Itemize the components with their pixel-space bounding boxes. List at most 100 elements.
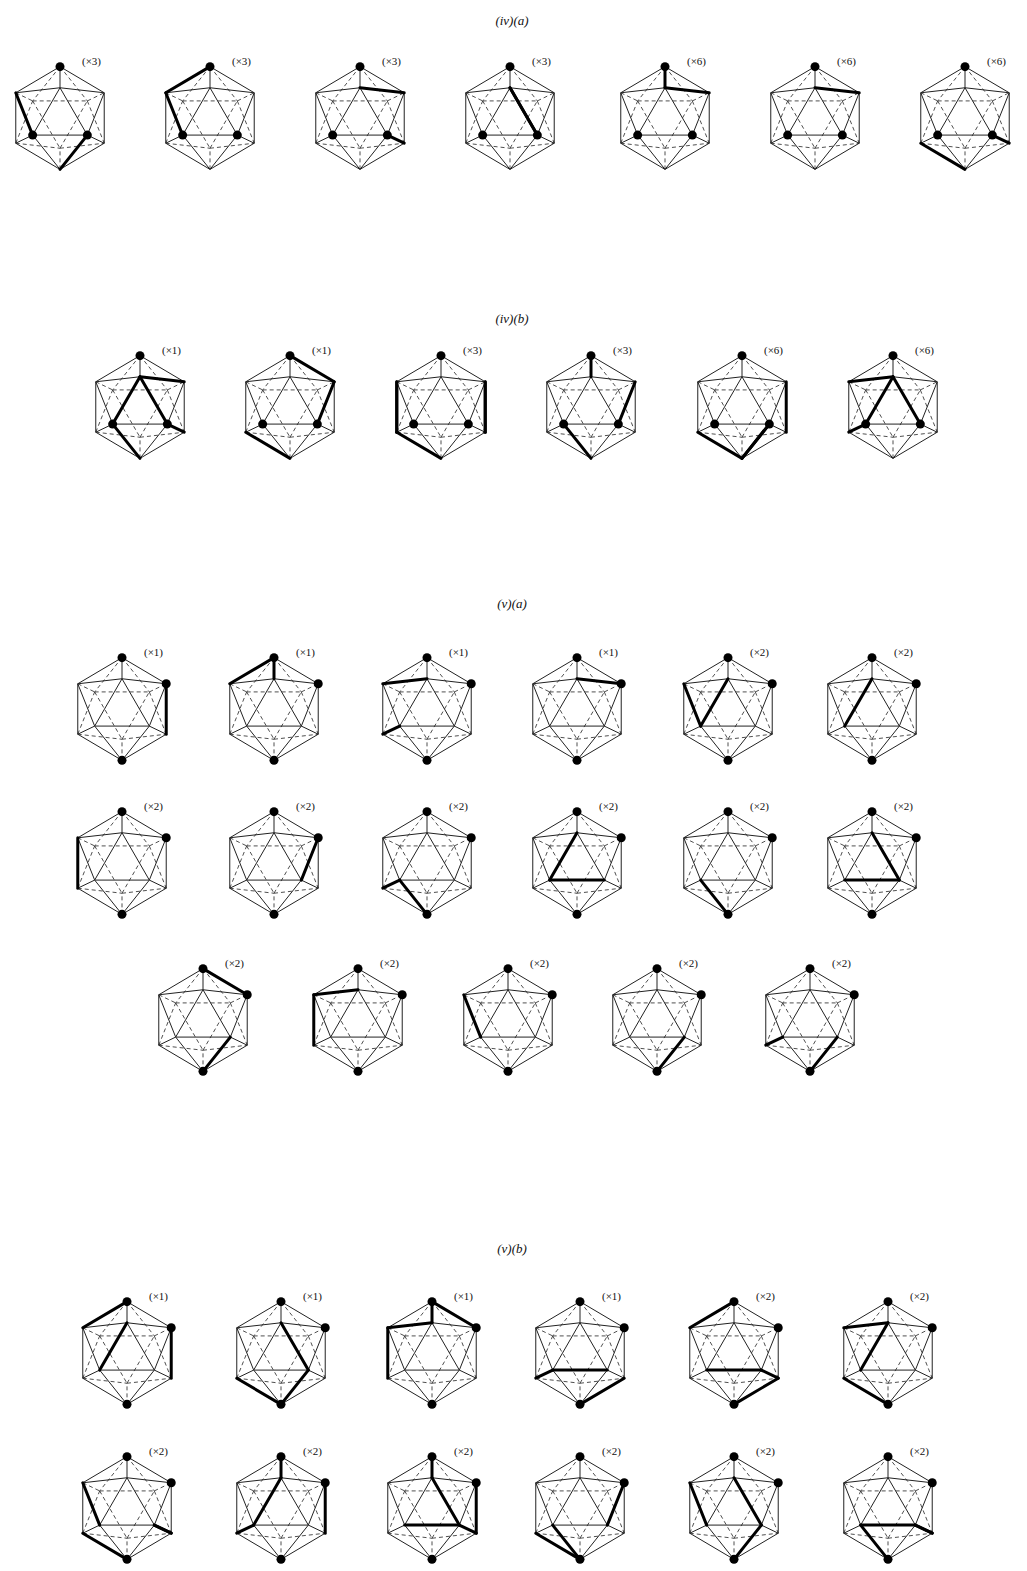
edge bbox=[766, 995, 783, 1037]
bold-edge bbox=[16, 93, 33, 135]
vertex-dot bbox=[653, 964, 662, 973]
icosahedron bbox=[690, 1297, 783, 1409]
vertex-dot bbox=[409, 420, 418, 429]
edge bbox=[683, 838, 684, 888]
vertex-dot bbox=[573, 653, 582, 662]
edge bbox=[591, 356, 635, 382]
edge bbox=[536, 1533, 580, 1559]
vertex-dot bbox=[838, 131, 847, 140]
edge bbox=[580, 1323, 624, 1328]
vertex-dot bbox=[710, 420, 719, 429]
edge bbox=[254, 1525, 309, 1526]
multiplicity-label: (×6) bbox=[687, 56, 706, 67]
icosahedron bbox=[684, 653, 777, 765]
edge bbox=[783, 990, 810, 1037]
hidden-edge bbox=[247, 812, 274, 846]
edge bbox=[358, 990, 402, 995]
edge bbox=[83, 1378, 127, 1404]
edge bbox=[665, 88, 709, 93]
edge bbox=[734, 1478, 778, 1483]
hidden-edge bbox=[33, 101, 60, 148]
edge bbox=[210, 143, 254, 169]
edge bbox=[254, 1323, 281, 1370]
edge bbox=[684, 995, 701, 1037]
bold-edge bbox=[550, 879, 605, 882]
multiplicity-label: (×2) bbox=[832, 958, 851, 969]
edge bbox=[154, 1370, 171, 1378]
edge bbox=[113, 424, 168, 425]
edge bbox=[553, 1525, 580, 1559]
edge bbox=[471, 684, 472, 734]
bold-edge bbox=[170, 1328, 173, 1378]
vertex-dot bbox=[774, 1478, 783, 1487]
edge bbox=[281, 1302, 325, 1328]
edge bbox=[638, 135, 665, 169]
edge bbox=[742, 432, 786, 458]
edge bbox=[728, 658, 772, 684]
vertex-dot bbox=[314, 679, 323, 688]
bold-edge bbox=[510, 88, 537, 135]
edge bbox=[684, 658, 728, 684]
edge bbox=[547, 356, 591, 382]
hidden-edge bbox=[95, 691, 150, 692]
hidden-edge bbox=[810, 969, 837, 1003]
bold-edge bbox=[475, 1483, 478, 1533]
icosahedron bbox=[464, 964, 557, 1076]
edge bbox=[888, 1478, 915, 1525]
hidden-edge bbox=[405, 1490, 460, 1491]
edge bbox=[122, 679, 166, 684]
edge bbox=[140, 356, 184, 382]
bold-edge bbox=[140, 377, 167, 424]
vertex-dot bbox=[868, 807, 877, 816]
hidden-edge bbox=[254, 1335, 309, 1336]
edge bbox=[96, 356, 140, 382]
hidden-edge bbox=[508, 969, 535, 1003]
hidden-edge bbox=[127, 1336, 154, 1383]
hidden-edge bbox=[604, 692, 621, 734]
hidden-edge bbox=[331, 1002, 386, 1003]
hidden-edge bbox=[140, 390, 167, 437]
section-heading: (v)(a) bbox=[497, 597, 527, 610]
icosahedron bbox=[388, 1297, 481, 1409]
bold-edge bbox=[324, 1483, 327, 1533]
edge bbox=[916, 684, 917, 734]
edge bbox=[613, 969, 657, 995]
bold-edge bbox=[281, 1323, 308, 1370]
edge bbox=[849, 432, 893, 458]
edge bbox=[690, 1457, 734, 1483]
edge bbox=[427, 833, 454, 880]
edge bbox=[844, 1457, 888, 1483]
edge bbox=[383, 734, 427, 760]
vertex-dot bbox=[576, 1452, 585, 1461]
bold-edge bbox=[701, 679, 728, 726]
hidden-edge bbox=[210, 148, 211, 169]
vertex-dot bbox=[123, 1297, 132, 1306]
edge bbox=[465, 93, 466, 143]
edge bbox=[274, 679, 318, 684]
edge bbox=[844, 1483, 861, 1525]
bold-edge bbox=[915, 1525, 932, 1533]
hidden-edge bbox=[183, 100, 238, 101]
hidden-edge bbox=[788, 67, 815, 101]
edge bbox=[932, 1483, 933, 1533]
edge bbox=[888, 1370, 915, 1404]
bold-edge bbox=[536, 1533, 580, 1559]
vertex-dot bbox=[504, 1067, 513, 1076]
bold-edge bbox=[815, 88, 859, 93]
hidden-edge bbox=[301, 692, 318, 734]
hidden-edge bbox=[385, 1003, 402, 1045]
edge bbox=[591, 377, 618, 424]
edge bbox=[701, 726, 756, 727]
edge bbox=[281, 1533, 325, 1559]
edge bbox=[83, 1483, 100, 1525]
edge bbox=[383, 812, 427, 838]
bold-edge bbox=[166, 93, 183, 135]
hidden-edge bbox=[630, 969, 657, 1003]
edge bbox=[508, 1045, 552, 1071]
edge bbox=[360, 143, 404, 169]
multiplicity-label: (×1) bbox=[599, 647, 618, 658]
hidden-edge bbox=[149, 846, 166, 888]
vertex-dot bbox=[573, 807, 582, 816]
vertex-dot bbox=[167, 1323, 176, 1332]
hidden-edge bbox=[537, 93, 554, 101]
